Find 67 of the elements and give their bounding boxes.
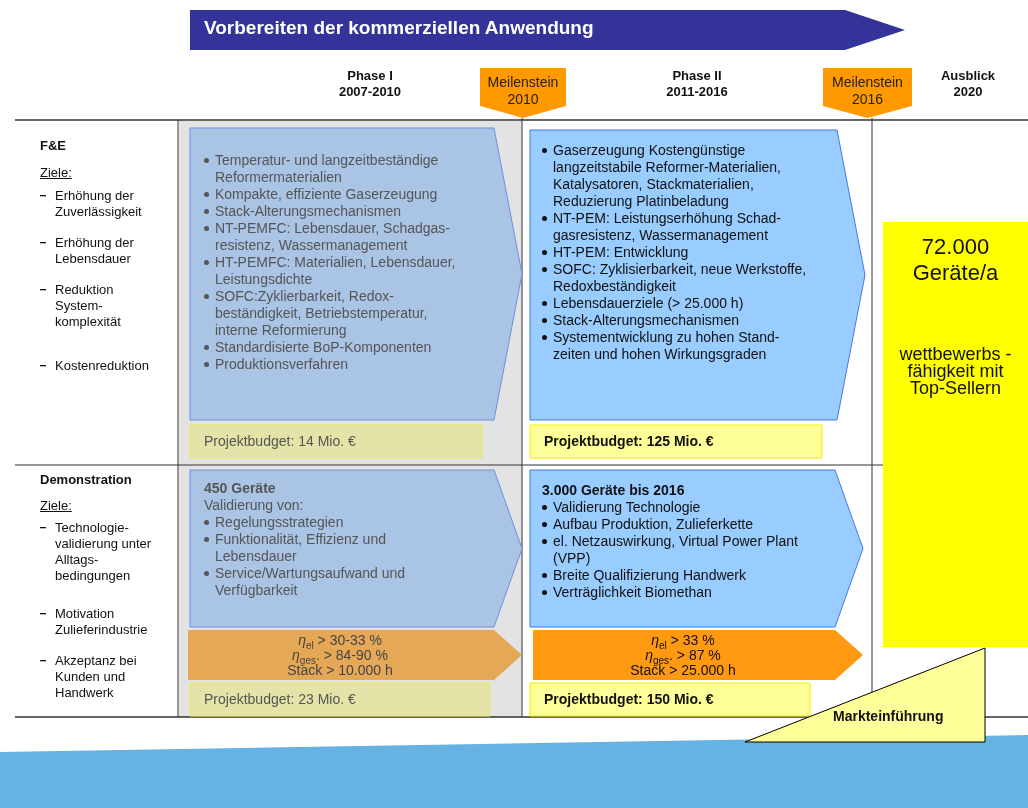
- bullet-item: SOFC: Zyklisierbarkeit, neue Werkstoffe, Redoxbeständigkeit: [553, 261, 808, 295]
- bullet-item: el. Netzauswirkung, Virtual Power Plant (VPP): [553, 533, 799, 567]
- goal-item: Akzeptanz bei Kunden und Handwerk: [55, 653, 138, 701]
- bullet-item: Gaserzeugung Kostengünstige langzeitstabile Reformer-Materialien, Katalysatoren, Stackmaterialien, Reduzierung Platinbeladung: [553, 142, 782, 210]
- budget-text: Projektbudget: 150 Mio. €: [544, 691, 715, 708]
- bullet-item: Funktionalität, Effizienz und Lebensdauer: [215, 531, 387, 565]
- intro-text: Validierung von:: [204, 497, 305, 514]
- bullet-item: Stack-Alterungsmechanismen: [215, 203, 401, 220]
- goal-item: Kostenreduktion: [55, 358, 150, 374]
- goals-heading: Ziele:: [40, 165, 73, 181]
- bullet-item: Temperatur- und langzeitbeständige Reformermaterialien: [215, 152, 440, 186]
- goal-item: Erhöhung der Lebensdauer: [55, 235, 135, 267]
- bullet-item: NT-PEM: Leistungserhöhung Schad- gasresistenz, Wassermanagement: [553, 210, 782, 244]
- forecast-box: [883, 222, 1028, 647]
- bullet-item: Verträglichkeit Biomethan: [553, 584, 712, 601]
- goal-item: Erhöhung der Zuverlässigkeit: [55, 188, 143, 220]
- group-heading: 450 Geräte: [204, 480, 277, 497]
- bullet-item: Breite Qualifizierung Handwerk: [553, 567, 746, 584]
- goal-item: Technologie- validierung unter Alltags- bedingungen: [55, 520, 153, 584]
- milestone-marker: [823, 68, 912, 118]
- bullet-item: Regelungsstrategien: [215, 514, 344, 531]
- target-value: η$_{el}$ > 30-33 %: [297, 632, 382, 648]
- milestone-label: Meilenstein 2010: [486, 74, 560, 108]
- bullet-item: Validierung Technologie: [553, 499, 701, 516]
- budget-box: [190, 425, 482, 458]
- chevron-panel: [190, 470, 522, 627]
- bullet-item: Systementwicklung zu hohen Stand- zeiten und hohen Wirkungsgraden: [553, 329, 781, 363]
- banner-title: Vorbereiten der kommerziellen Anwendung: [204, 19, 595, 36]
- bullet-item: SOFC:Zyklierbarkeit, Redox- beständigkeit, Betriebstemperatur, interne Reformierung: [215, 288, 429, 339]
- triangle-label: Markteinführung: [833, 708, 945, 725]
- milestone-label: Meilenstein 2016: [831, 74, 904, 108]
- budget-text: Projektbudget: 23 Mio. €: [204, 691, 357, 708]
- bullet-item: Kompakte, effiziente Gaserzeugung: [215, 186, 438, 203]
- row-heading: F&E: [40, 138, 67, 154]
- phase-heading: Phase I 2007-2010: [337, 68, 403, 100]
- goals-heading: Ziele:: [40, 498, 73, 514]
- phase-heading: Phase II 2011-2016: [665, 68, 729, 100]
- bullet-item: Aufbau Produktion, Zulieferkette: [553, 516, 753, 533]
- row-heading: Demonstration: [40, 472, 133, 488]
- goal-item: Motivation Zulieferindustrie: [55, 606, 149, 638]
- budget-box: [530, 425, 822, 458]
- target-value: η$_{el}$ > 33 %: [650, 632, 715, 648]
- bullet-item: NT-PEMFC: Lebensdauer, Schadgas- resistenz, Wassermanagement: [215, 220, 451, 254]
- forecast-text: 72.000 Geräte/a: [911, 234, 1000, 286]
- chevron-panel: [190, 128, 522, 420]
- bullet-item: Service/Wartungsaufwand und Verfügbarkeit: [215, 565, 407, 599]
- market-triangle: [745, 648, 985, 742]
- bullet-item: Stack-Alterungsmechanismen: [553, 312, 739, 329]
- budget-text: Projektbudget: 125 Mio. €: [544, 433, 715, 450]
- goal-item: Reduktion System- komplexität: [55, 282, 122, 330]
- milestone-marker: [480, 68, 566, 118]
- budget-text: Projektbudget: 14 Mio. €: [204, 433, 357, 450]
- group-heading: 3.000 Geräte bis 2016: [542, 482, 686, 499]
- bullet-item: HT-PEM: Entwicklung: [553, 244, 689, 261]
- phase-heading: Ausblick 2020: [939, 68, 997, 100]
- budget-box: [190, 683, 490, 716]
- budget-box: [530, 683, 810, 716]
- target-panel: [533, 630, 863, 680]
- bullet-item: HT-PEMFC: Materialien, Lebensdauer, Leistungsdichte: [215, 254, 457, 288]
- banner-arrow: [190, 10, 905, 50]
- bullet-item: Produktionsverfahren: [215, 356, 349, 373]
- target-panel: [188, 630, 522, 680]
- chevron-panel: [530, 470, 863, 627]
- bullet-item: Standardisierte BoP-Komponenten: [215, 339, 432, 356]
- chevron-panel: [530, 130, 865, 420]
- bullet-item: Lebensdauerziele (> 25.000 h): [553, 295, 744, 312]
- forecast-text: wettbewerbs -fähigkeit mit Top-Sellern: [898, 346, 1013, 397]
